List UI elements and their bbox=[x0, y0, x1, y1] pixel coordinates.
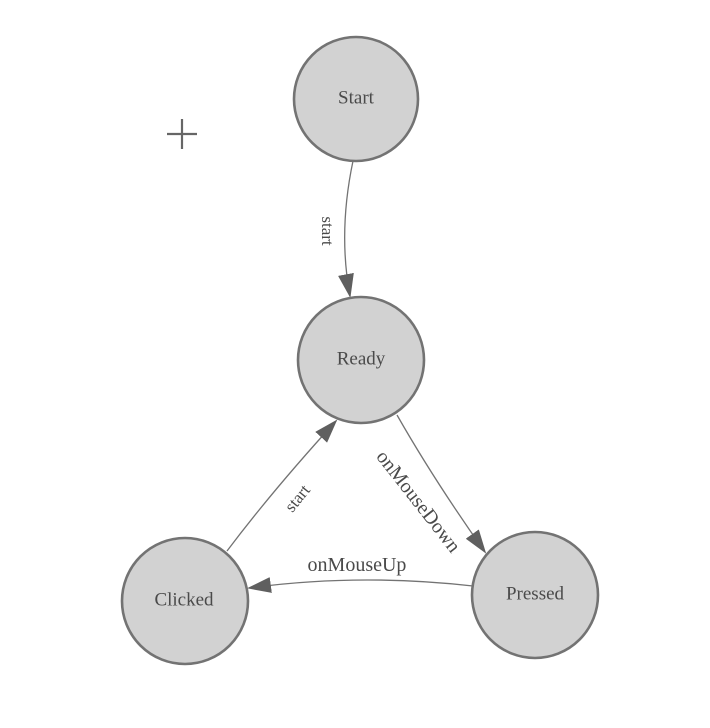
edge-line-clicked-to-ready[interactable] bbox=[226, 419, 338, 552]
edge-line-pressed-to-clicked[interactable] bbox=[247, 577, 474, 593]
state-circle-pressed[interactable] bbox=[470, 530, 600, 660]
crosshair-marker bbox=[167, 119, 197, 149]
edge-label-start-to-ready: start bbox=[318, 216, 337, 246]
state-label-start: Start bbox=[338, 88, 375, 109]
edge-clicked-to-ready[interactable]: start bbox=[226, 419, 338, 552]
edge-label-clicked-to-ready: start bbox=[281, 481, 314, 516]
state-circle-start[interactable] bbox=[292, 35, 420, 163]
state-node-clicked[interactable]: Clicked bbox=[120, 536, 250, 666]
state-label-clicked: Clicked bbox=[154, 590, 214, 611]
state-label-ready: Ready bbox=[337, 349, 386, 370]
edge-line-ready-to-pressed[interactable] bbox=[396, 414, 487, 554]
state-circle-ready[interactable] bbox=[296, 295, 426, 425]
state-circle-clicked[interactable] bbox=[120, 536, 250, 666]
edge-start-to-ready[interactable]: start bbox=[318, 160, 354, 298]
state-node-ready[interactable]: Ready bbox=[296, 295, 426, 425]
state-node-start[interactable]: Start bbox=[292, 35, 420, 163]
edge-pressed-to-clicked[interactable]: onMouseUp bbox=[247, 554, 474, 593]
edge-ready-to-pressed[interactable]: onMouseDown bbox=[372, 414, 487, 557]
edge-label-pressed-to-clicked: onMouseUp bbox=[308, 554, 407, 576]
state-node-pressed[interactable]: Pressed bbox=[470, 530, 600, 660]
edge-line-start-to-ready[interactable] bbox=[338, 160, 354, 298]
state-label-pressed: Pressed bbox=[506, 584, 565, 605]
